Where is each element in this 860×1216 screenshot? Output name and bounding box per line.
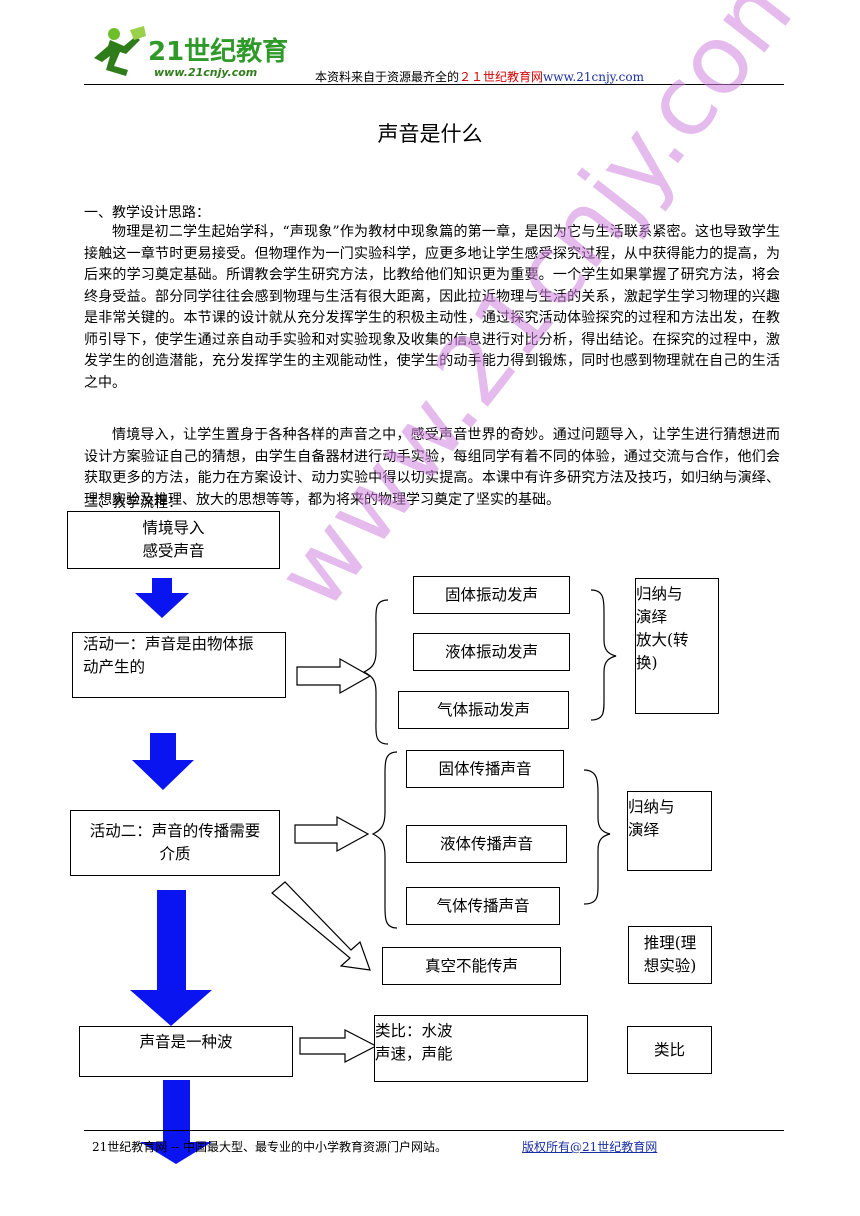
section-1-paragraph-2: 情境导入，让学生置身于各种各样的声音之中，感受声音世界的奇妙。通过问题导入，让学… [84,427,780,508]
box-analogy: 类比：水波 声速，声能 [374,1015,588,1082]
left-brace-2 [371,751,398,929]
box-method-1: 归纳与 演绎 放大(转 换) [635,578,719,714]
box-sound-wave: 声音是一种波 [79,1026,293,1077]
down-arrow-1 [135,578,189,618]
header-site-name: ２１世纪教育网 [459,70,544,84]
right-brace-2 [583,769,611,905]
box-liquid-vibration: 液体振动发声 [413,633,570,671]
section-2-heading: 二、教学流程： [84,495,182,511]
box-gas-vibration: 气体振动发声 [398,691,569,729]
right-arrow-2 [294,815,370,853]
footer-copyright-link[interactable]: 版权所有@21世纪教育网 [522,1140,658,1154]
down-arrow-3 [130,890,212,1026]
logo-url: www.21cnjy.com [154,66,257,79]
header-rule [84,84,784,85]
box-gas-propagation: 气体传播声音 [406,887,560,925]
left-brace-1 [362,599,389,745]
box-method-4: 类比 [627,1026,712,1074]
footer-rule [84,1130,784,1131]
header-text: 本资料来自于资源最齐全的２１世纪教育网www.21cnjy.com [315,70,644,84]
down-arrow-2 [132,733,194,790]
section-1-heading: 一、教学设计思路： [84,205,210,221]
logo-text: 21世纪教育 [148,36,288,67]
page-title: 声音是什么 [377,122,483,146]
box-liquid-propagation: 液体传播声音 [406,825,567,863]
box-intro: 情境导入 感受声音 [67,511,280,569]
down-arrow-4 [140,1080,212,1164]
header-url[interactable]: www.21cnjy.com [543,70,644,84]
box-method-2: 归纳与 演绎 [627,791,712,871]
box-activity-2: 活动二：声音的传播需要 介质 [70,810,280,876]
site-logo: 21世纪教育 www.21cnjy.com [94,26,288,79]
footer-text: 21世纪教育网 -- 中国最大型、最专业的中小学教育资源门户网站。 [92,1140,448,1154]
box-method-3: 推理(理 想实验) [628,926,712,984]
box-solid-propagation: 固体传播声音 [406,750,564,788]
section-1-paragraph-1: 物理是初二学生起始学科，“声现象”作为教材中现象篇的第一章，是因为它与生活联系紧… [84,224,780,391]
box-vacuum: 真空不能传声 [382,947,561,985]
right-brace-1 [590,589,617,721]
right-arrow-3 [299,1029,378,1063]
diagonal-arrow [271,881,371,971]
running-man-icon [94,26,146,76]
box-activity-1: 活动一：声音是由物体振 动产生的 [72,632,286,698]
box-solid-vibration: 固体振动发声 [413,576,570,614]
right-arrow-1 [296,657,372,695]
